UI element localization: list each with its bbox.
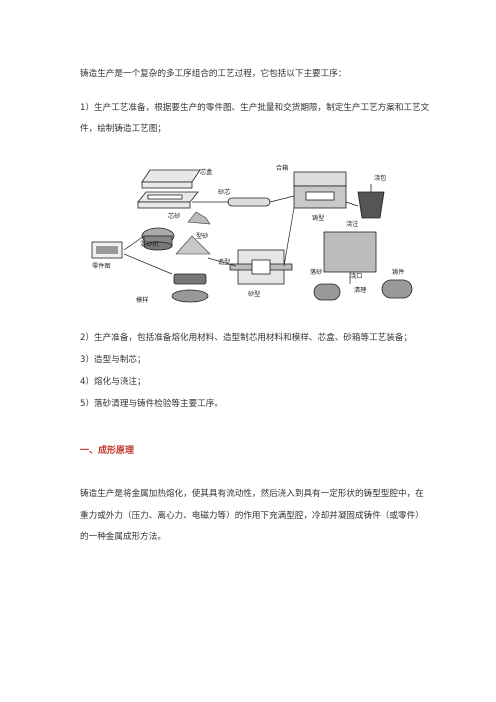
process-arrows [123,195,359,284]
sand-core-illustration [227,197,271,207]
label-mold-box: 铸型 [312,214,324,222]
step-1: 1）生产工艺准备，根据要生产的零件图、生产批量和交货期限，制定生产工艺方案和工艺… [80,103,430,134]
label-pattern: 模样 [136,296,148,304]
intro-paragraph: 铸造生产是一个复杂的多工序组合的工艺过程，它包括以下主要工序： [80,69,347,79]
mixer-illustration [141,227,175,251]
sand-mold-illustration [229,249,293,285]
label-pouring: 浇注 [346,220,358,228]
ladle-illustration [357,184,385,219]
step-5: 5）落砂清理与铸件检验等主要工序。 [80,399,223,409]
label-sand-core: 砂芯 [218,188,230,196]
label-gate: 浇口 [350,272,362,280]
label-casting: 铸件 [392,268,404,276]
label-mixer: 混砂机 [140,240,159,248]
mold-box-illustration [293,171,347,209]
step-3: 3）造型与制芯； [80,355,146,365]
label-closing: 合箱 [276,164,288,172]
label-core-sand: 芯砂 [168,212,180,220]
step-2: 2）生产准备，包括准备熔化用材料、造型制芯用材料和模样、芯盒、砂箱等工艺装备； [80,333,413,343]
label-ladle: 浇包 [374,174,386,182]
poured-mold-illustration [323,231,377,273]
casting-illustration [313,279,413,301]
label-cleaning: 清理 [354,286,366,294]
label-sand-mold: 砂型 [248,290,260,298]
label-part-drawing: 零件图 [92,262,111,270]
casting-process-figure: 芯盒 芯砂 砂芯 混砂机 型砂 零件图 模样 造型 砂型 合箱 铸型 [91,164,413,304]
label-molding: 造型 [218,258,230,266]
label-shakeout: 落砂 [310,268,322,276]
pattern-illustration [171,273,209,303]
core-box-illustration [137,169,201,209]
label-core-box: 芯盒 [200,168,213,176]
label-molding-sand: 型砂 [196,232,208,240]
section-heading: 一、成形原理 [80,446,135,456]
step-4: 4）熔化与浇注； [80,377,146,387]
principle-paragraph: 铸造生产是将金属加热熔化，使其具有流动性，然后浇入到具有一定形状的铸型型腔中，在… [80,489,424,542]
part-drawing-illustration [91,241,123,259]
